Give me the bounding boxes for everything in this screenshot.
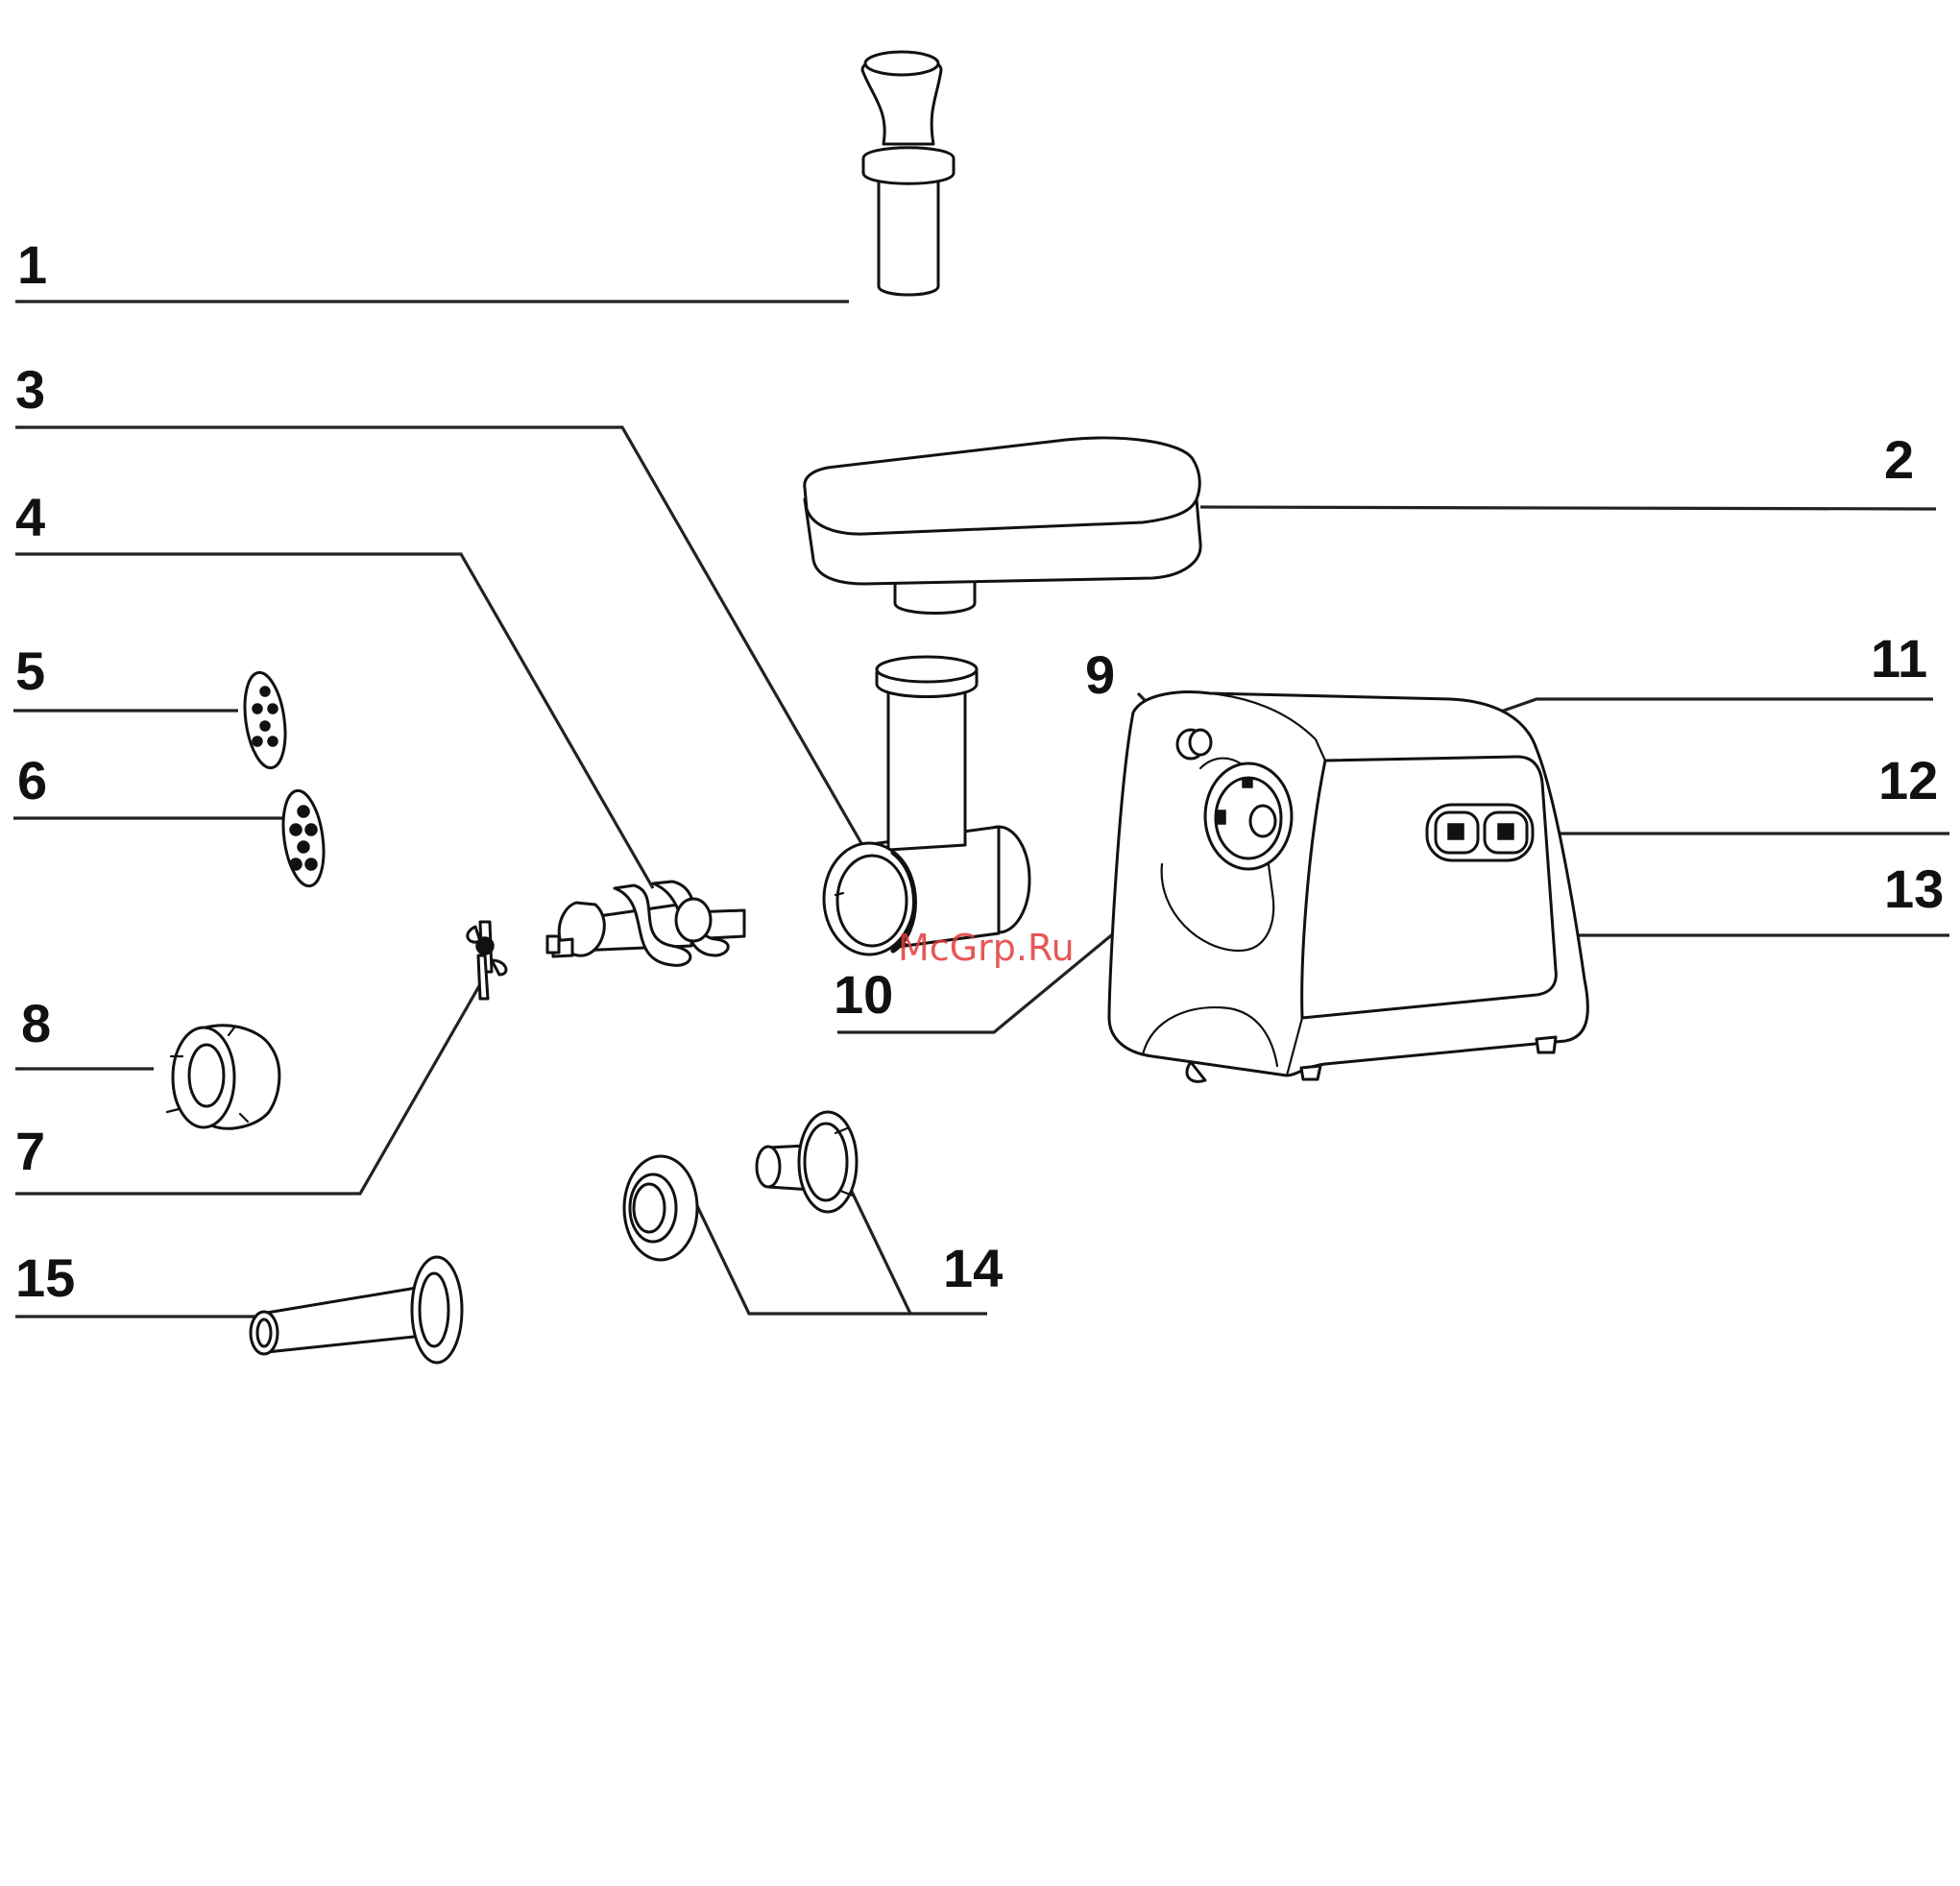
callout-15: 15 (15, 1247, 75, 1308)
tray (805, 438, 1200, 613)
callout-6: 6 (17, 750, 47, 810)
watermark: McGrp.Ru (898, 927, 1075, 969)
cutting-blade (468, 922, 506, 999)
grinder-head (824, 657, 1029, 955)
leader-line-3 (15, 427, 862, 845)
kubbe-attachment-ring (624, 1156, 697, 1260)
callout-10: 10 (834, 964, 893, 1025)
plate-coarse (278, 788, 329, 889)
release-button (1177, 730, 1211, 759)
callout-3: 3 (15, 359, 45, 420)
sausage-nozzle (251, 1257, 462, 1363)
auger (547, 882, 744, 965)
leader-line-14a (688, 1186, 910, 1314)
callout-2: 2 (1884, 429, 1914, 490)
callout-8: 8 (21, 993, 51, 1053)
pusher (862, 52, 954, 295)
drive-outlet (1205, 763, 1292, 869)
callout-13: 13 (1884, 858, 1944, 919)
plate-fine (239, 670, 291, 771)
callout-11: 11 (1871, 628, 1927, 689)
control-switches (1427, 805, 1533, 860)
locking-ring (167, 1026, 279, 1128)
leader-line-11 (1498, 699, 1933, 713)
kubbe-attachment-cone (757, 1112, 857, 1212)
leader-line-2 (1200, 507, 1936, 509)
callout-1: 1 (17, 234, 47, 295)
callout-12: 12 (1878, 750, 1938, 810)
callout-14: 14 (943, 1238, 1003, 1298)
callout-numbers: 1 2 3 4 5 6 7 8 9 10 11 12 13 14 15 (15, 234, 1944, 1308)
callout-9: 9 (1085, 644, 1115, 705)
callout-4: 4 (15, 487, 45, 547)
callout-7: 7 (15, 1121, 45, 1181)
callout-5: 5 (15, 641, 45, 701)
leader-line-4 (15, 554, 653, 888)
